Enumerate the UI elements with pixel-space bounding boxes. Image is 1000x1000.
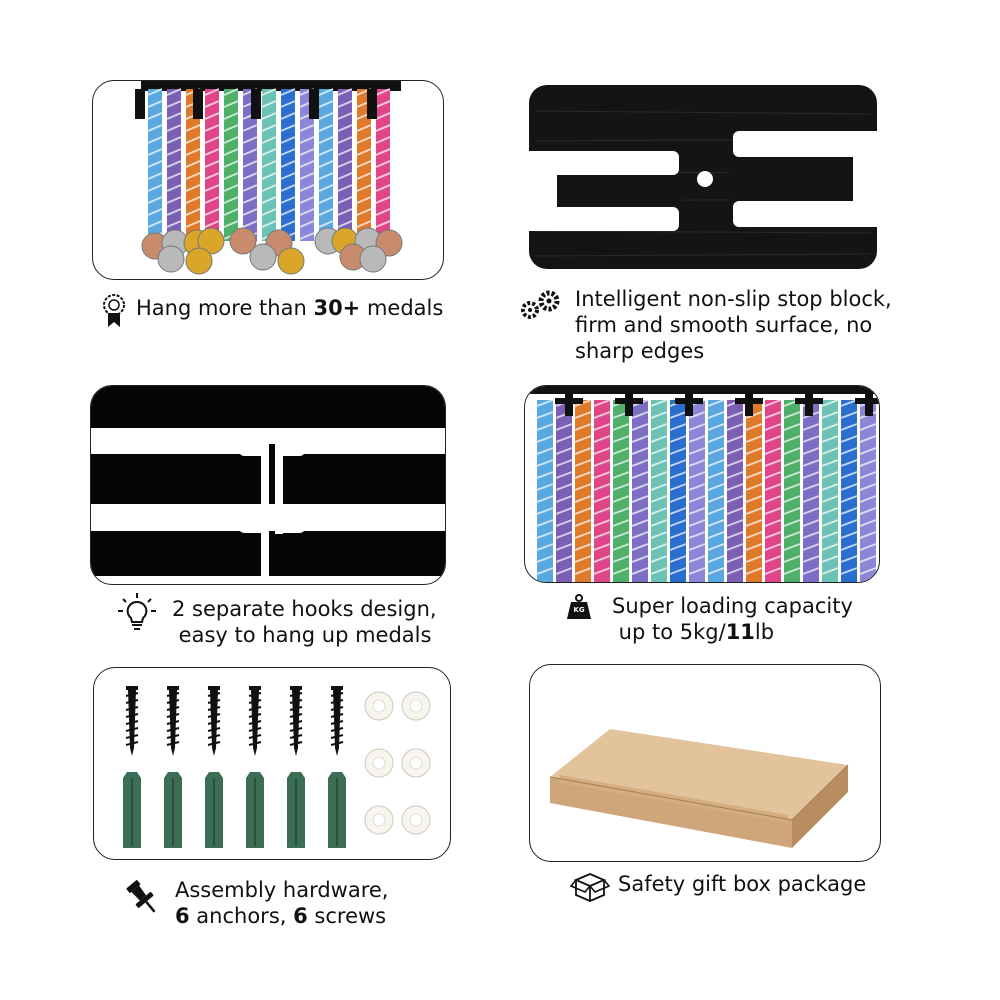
caption-text: Safety gift box package [618,872,867,896]
medal-rack-photo [92,80,444,280]
medal [197,227,225,255]
caption-line: easy to hang up medals [172,623,432,647]
screw [166,686,180,756]
hardware-photo [93,667,451,860]
weight-icon: KG [566,594,592,620]
caption-line: Assembly hardware, [175,878,389,902]
caption-text: anchors, [189,904,294,928]
anchor [287,772,305,848]
anchor [123,772,141,848]
caption-line: Super loading capacity [612,594,853,618]
rack-closeup-photo [524,80,880,272]
medal [157,245,185,273]
lightbulb-icon [118,593,156,630]
medal [249,243,277,271]
screw [207,686,221,756]
caption-gift-box: Safety gift box package [618,871,866,897]
hooks-design-photo [90,385,446,585]
medal [277,247,305,275]
rack-closeup-illustration [529,85,879,269]
washer [364,748,394,778]
pushpin-icon [126,880,156,913]
caption-text: screws [307,904,387,928]
gears-icon [521,290,560,319]
caption-text: Hang more than [136,296,314,320]
washer [401,805,431,835]
weight-icon-label: KG [573,606,585,614]
caption-bold: 11 [725,620,755,644]
medal [359,245,387,273]
caption-line: firm and smooth surface, no [575,313,873,337]
caption-bold: 30+ [313,296,361,320]
medal-rack-illustration [135,81,403,275]
caption-line: sharp edges [575,339,705,363]
caption-bold: 6 [293,904,308,928]
medal [229,227,257,255]
hooks-design-illustration [91,386,445,576]
medal-icon [103,294,125,327]
caption-line: Intelligent non-slip stop block, [575,287,892,311]
caption-stop-block: Intelligent non-slip stop block, firm an… [575,286,892,364]
washer [364,805,394,835]
screw [289,686,303,756]
loading-capacity-photo [524,385,880,583]
screw [125,686,139,756]
ribbons-illustration [525,386,879,582]
caption-text: up to 5kg/ [612,620,726,644]
washer [364,691,394,721]
anchor [246,772,264,848]
anchor [164,772,182,848]
gift-box-photo [529,664,881,862]
gift-box-illustration [549,729,849,848]
box-icon [570,873,610,902]
caption-text: medals [360,296,444,320]
caption-text: lb [754,620,775,644]
caption-line: 2 separate hooks design, [172,597,437,621]
caption-hooks: 2 separate hooks design, easy to hang up… [172,596,437,648]
screw [330,686,344,756]
anchor [205,772,223,848]
caption-line: 6 anchors, 6 screws [175,903,388,929]
caption-line: up to 5kg/11lb [612,619,853,645]
caption-bold: 6 [175,904,190,928]
screw [248,686,262,756]
anchor [328,772,346,848]
washer [401,691,431,721]
washer [401,748,431,778]
caption-medals: Hang more than 30+ medals [136,295,443,321]
caption-capacity: Super loading capacity up to 5kg/11lb [612,593,853,645]
medal [185,247,213,275]
caption-hardware: Assembly hardware, 6 anchors, 6 screws [175,877,388,929]
hardware-illustration [123,686,431,848]
